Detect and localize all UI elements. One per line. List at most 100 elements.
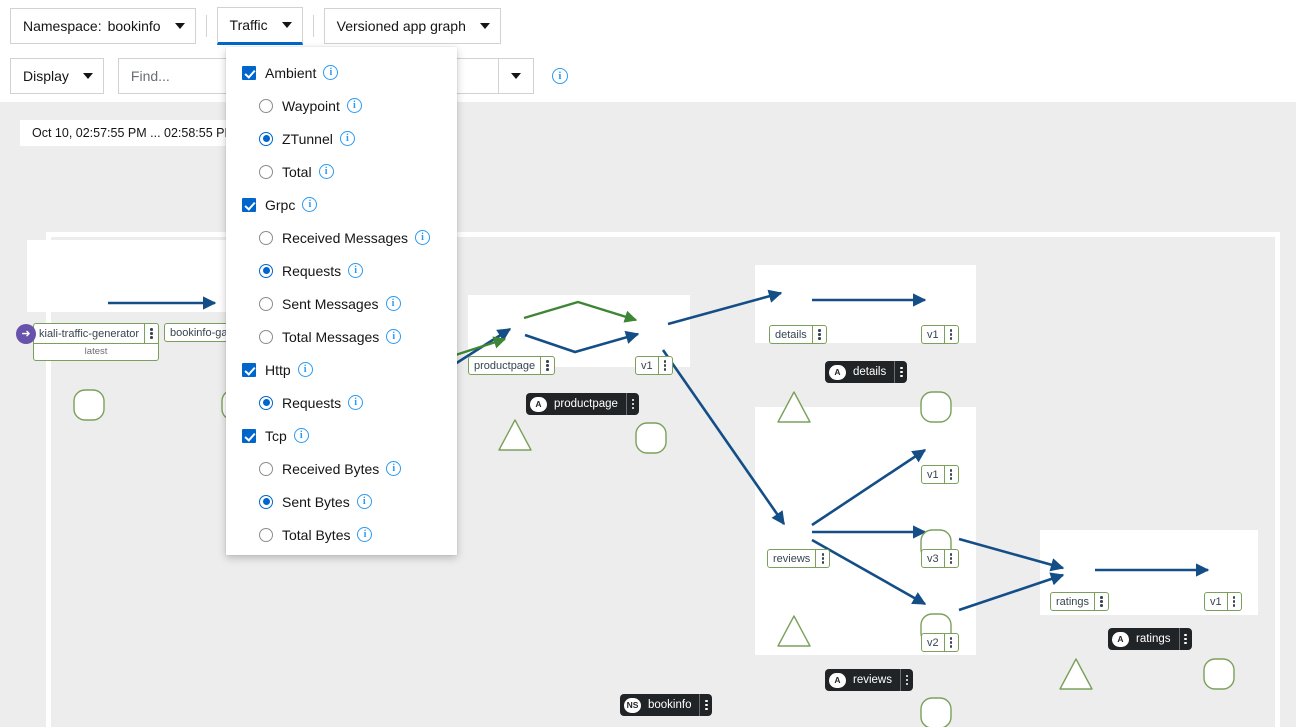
node-kebab-menu[interactable] (815, 550, 829, 567)
menu-option-label: Total Bytes (282, 526, 351, 543)
node-label-details-service[interactable]: details (769, 325, 827, 344)
menu-option-waypoint[interactable]: Waypoint i (226, 89, 457, 122)
node-kebab-menu[interactable] (1226, 593, 1241, 610)
menu-group-http[interactable]: Http i (226, 353, 457, 386)
find-info-icon[interactable]: i (551, 68, 568, 84)
namespace-pill-bookinfo[interactable]: NS bookinfo (620, 694, 713, 716)
node-label-productpage-service[interactable]: productpage (468, 356, 556, 375)
chevron-down-icon (479, 23, 490, 29)
info-icon[interactable]: i (323, 65, 339, 80)
node-label-reviews-v1[interactable]: v1 (921, 465, 959, 484)
app-pill-details[interactable]: A details (825, 361, 908, 383)
node-kebab-menu[interactable] (943, 634, 958, 651)
toolbar-secondary: Display i (0, 52, 1296, 100)
node-kebab-menu[interactable] (943, 326, 958, 343)
traffic-graph-canvas[interactable]: Oct 10, 02:57:55 PM ... 02:58:55 PM (0, 102, 1296, 727)
node-name: ratings (1056, 595, 1090, 608)
menu-group-label: Ambient (265, 64, 317, 81)
node-label-reviews-service[interactable]: reviews (767, 549, 831, 568)
menu-option-ambient-total[interactable]: Total i (226, 155, 457, 188)
node-label-ratings-service[interactable]: ratings (1050, 592, 1110, 611)
radio-http-requests[interactable] (259, 395, 273, 410)
menu-option-label: Requests (282, 262, 342, 279)
radio-tcp-total-bytes[interactable] (259, 527, 273, 542)
namespace-label: Namespace: (23, 18, 102, 34)
display-menu-button[interactable]: Display (10, 58, 104, 94)
radio-grpc-total-messages[interactable] (259, 329, 273, 344)
info-icon[interactable]: i (293, 428, 309, 443)
checkbox-ambient[interactable] (242, 65, 256, 80)
node-name: v1 (1210, 595, 1222, 608)
node-label-kiali-traffic-generator[interactable]: kiali-traffic-generator latest (33, 323, 160, 361)
radio-grpc-sent-messages[interactable] (259, 296, 273, 311)
node-label-bookinfo-gateway[interactable]: bookinfo-ga (164, 323, 242, 342)
info-icon[interactable]: i (356, 494, 372, 509)
menu-group-label: Http (265, 361, 291, 378)
radio-waypoint[interactable] (259, 98, 273, 113)
radio-grpc-received-messages[interactable] (259, 230, 273, 245)
node-label-productpage-v1[interactable]: v1 (635, 356, 673, 375)
radio-tcp-sent-bytes[interactable] (259, 494, 273, 509)
info-icon[interactable]: i (357, 527, 373, 542)
info-icon[interactable]: i (302, 197, 318, 212)
info-icon[interactable]: i (415, 230, 431, 245)
menu-option-label: Received Messages (282, 229, 409, 246)
menu-option-tcp-total-bytes[interactable]: Total Bytes i (226, 518, 457, 551)
time-range-label: Oct 10, 02:57:55 PM ... 02:58:55 PM (20, 120, 247, 146)
node-kebab-menu[interactable] (943, 466, 958, 483)
node-label-reviews-v2[interactable]: v2 (921, 633, 959, 652)
menu-option-grpc-total-messages[interactable]: Total Messages i (226, 320, 457, 353)
menu-option-ztunnel[interactable]: ZTunnel i (226, 122, 457, 155)
info-icon[interactable]: i (297, 362, 313, 377)
menu-option-grpc-received-messages[interactable]: Received Messages i (226, 221, 457, 254)
app-pill-kebab-menu[interactable] (1178, 628, 1192, 650)
menu-option-tcp-received-bytes[interactable]: Received Bytes i (226, 452, 457, 485)
app-pill-reviews[interactable]: A reviews (825, 669, 913, 691)
display-label: Display (23, 68, 69, 84)
info-icon[interactable]: i (386, 461, 402, 476)
find-dropdown-button[interactable] (497, 58, 534, 94)
menu-group-label: Grpc (265, 196, 296, 213)
app-pill-kebab-menu[interactable] (899, 669, 913, 691)
node-kebab-menu[interactable] (943, 550, 958, 567)
node-label-details-v1[interactable]: v1 (921, 325, 959, 344)
checkbox-http[interactable] (242, 362, 256, 377)
node-kebab-menu[interactable] (811, 326, 826, 343)
info-icon[interactable]: i (318, 164, 334, 179)
menu-option-tcp-sent-bytes[interactable]: Sent Bytes i (226, 485, 457, 518)
menu-option-grpc-sent-messages[interactable]: Sent Messages i (226, 287, 457, 320)
info-icon[interactable]: i (385, 296, 401, 311)
radio-tcp-received-bytes[interactable] (259, 461, 273, 476)
traffic-selector[interactable]: Traffic (216, 7, 303, 45)
radio-ztunnel[interactable] (259, 131, 273, 146)
app-pill-kebab-menu[interactable] (625, 393, 639, 415)
info-icon[interactable]: i (348, 263, 364, 278)
menu-option-grpc-requests[interactable]: Requests i (226, 254, 457, 287)
node-kebab-menu[interactable] (657, 357, 672, 374)
info-icon[interactable]: i (346, 98, 362, 113)
app-pill-productpage[interactable]: A productpage (526, 393, 639, 415)
menu-option-http-requests[interactable]: Requests i (226, 386, 457, 419)
node-kebab-menu[interactable] (1094, 593, 1108, 610)
external-source-icon[interactable]: ➜ (16, 324, 36, 344)
node-kebab-menu[interactable] (144, 324, 158, 343)
menu-group-ambient[interactable]: Ambient i (226, 56, 457, 89)
checkbox-tcp[interactable] (242, 428, 256, 443)
checkbox-grpc[interactable] (242, 197, 256, 212)
info-icon[interactable]: i (348, 395, 364, 410)
node-kebab-menu[interactable] (540, 357, 554, 374)
info-icon[interactable]: i (339, 131, 355, 146)
graph-type-selector[interactable]: Versioned app graph (323, 8, 501, 44)
info-icon[interactable]: i (386, 329, 402, 344)
radio-ambient-total[interactable] (259, 164, 273, 179)
menu-group-grpc[interactable]: Grpc i (226, 188, 457, 221)
namespace-selector[interactable]: Namespace: bookinfo (10, 8, 196, 44)
app-pill-ratings[interactable]: A ratings (1108, 628, 1192, 650)
radio-grpc-requests[interactable] (259, 263, 273, 278)
node-label-ratings-v1[interactable]: v1 (1204, 592, 1242, 611)
namespace-pill-kebab-menu[interactable] (699, 694, 712, 716)
menu-group-tcp[interactable]: Tcp i (226, 419, 457, 452)
app-badge-icon: A (829, 672, 846, 688)
node-label-reviews-v3[interactable]: v3 (921, 549, 959, 568)
app-pill-kebab-menu[interactable] (894, 361, 907, 383)
